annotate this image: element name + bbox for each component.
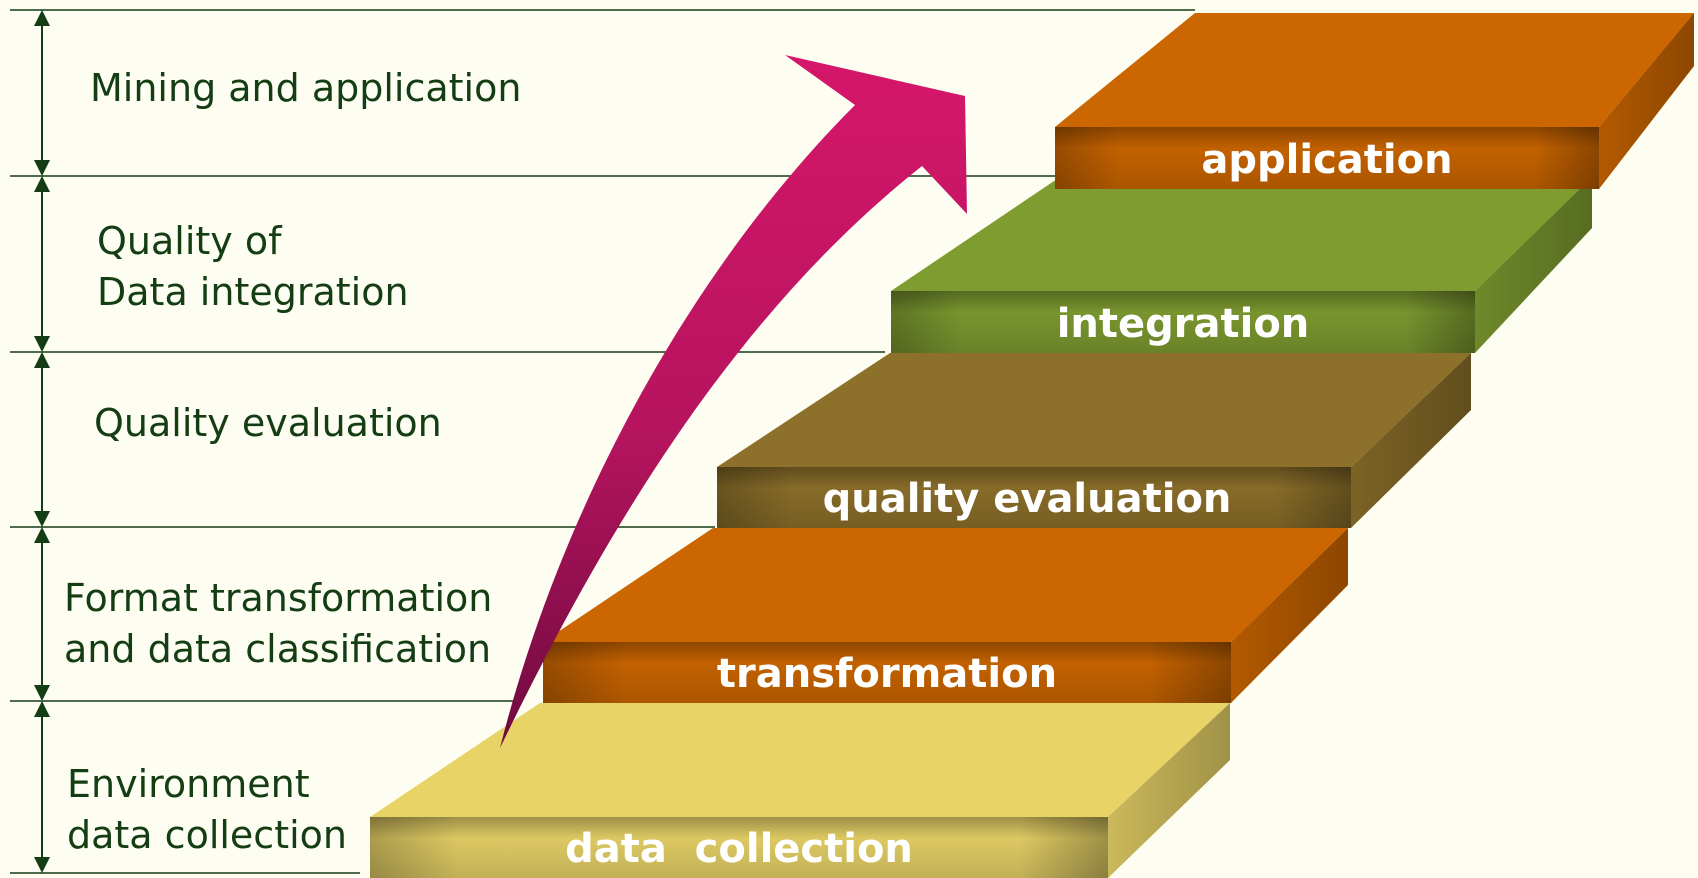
step-front-edge-shade bbox=[543, 642, 1231, 703]
step-label-data-collection: data collection bbox=[565, 826, 913, 872]
step-label-integration: integration bbox=[1057, 301, 1310, 347]
level-label-mining-application: Mining and application bbox=[90, 66, 522, 110]
step-data-collection: data collection bbox=[370, 703, 1230, 878]
step-side-shade bbox=[1599, 13, 1694, 189]
step-side-shade bbox=[1351, 353, 1471, 528]
step-top-surface bbox=[543, 528, 1348, 642]
level-label-quality-evaluation: Quality evaluation bbox=[94, 401, 442, 445]
progress-curved-arrow bbox=[500, 55, 967, 748]
step-integration: integration bbox=[891, 177, 1592, 353]
step-transformation: transformation bbox=[543, 528, 1348, 703]
step-top-surface bbox=[891, 177, 1592, 291]
step-front-edge-shade bbox=[891, 291, 1475, 353]
level-label-environment-collection: Environment data collection bbox=[67, 762, 347, 857]
step-side-shade bbox=[1108, 703, 1230, 878]
step-front-edge-shade bbox=[1055, 127, 1599, 189]
step-label-quality-evaluation: quality evaluation bbox=[823, 476, 1232, 522]
staircase: data collection transformation bbox=[370, 13, 1694, 878]
step-top-surface bbox=[717, 353, 1471, 467]
step-top-surface bbox=[370, 703, 1230, 817]
step-application: application bbox=[1055, 13, 1694, 189]
level-arrow bbox=[34, 527, 50, 701]
level-label-data-integration-quality: Quality of Data integration bbox=[97, 219, 409, 314]
step-label-transformation: transformation bbox=[717, 651, 1057, 697]
level-arrow bbox=[34, 176, 50, 352]
step-top-surface bbox=[1055, 13, 1694, 127]
step-side-shade bbox=[1231, 528, 1348, 703]
level-arrow bbox=[34, 701, 50, 873]
step-side-shade bbox=[1475, 177, 1592, 353]
level-arrow bbox=[34, 10, 50, 176]
level-separators bbox=[10, 9, 1195, 874]
level-label-format-transformation: Format transformation and data classific… bbox=[64, 576, 493, 671]
step-front-edge-shade bbox=[370, 817, 1108, 878]
step-label-application: application bbox=[1201, 137, 1452, 183]
level-arrows bbox=[34, 10, 50, 873]
step-quality-evaluation: quality evaluation bbox=[717, 353, 1471, 528]
step-front-edge-shade bbox=[717, 467, 1351, 528]
level-arrow bbox=[34, 352, 50, 527]
